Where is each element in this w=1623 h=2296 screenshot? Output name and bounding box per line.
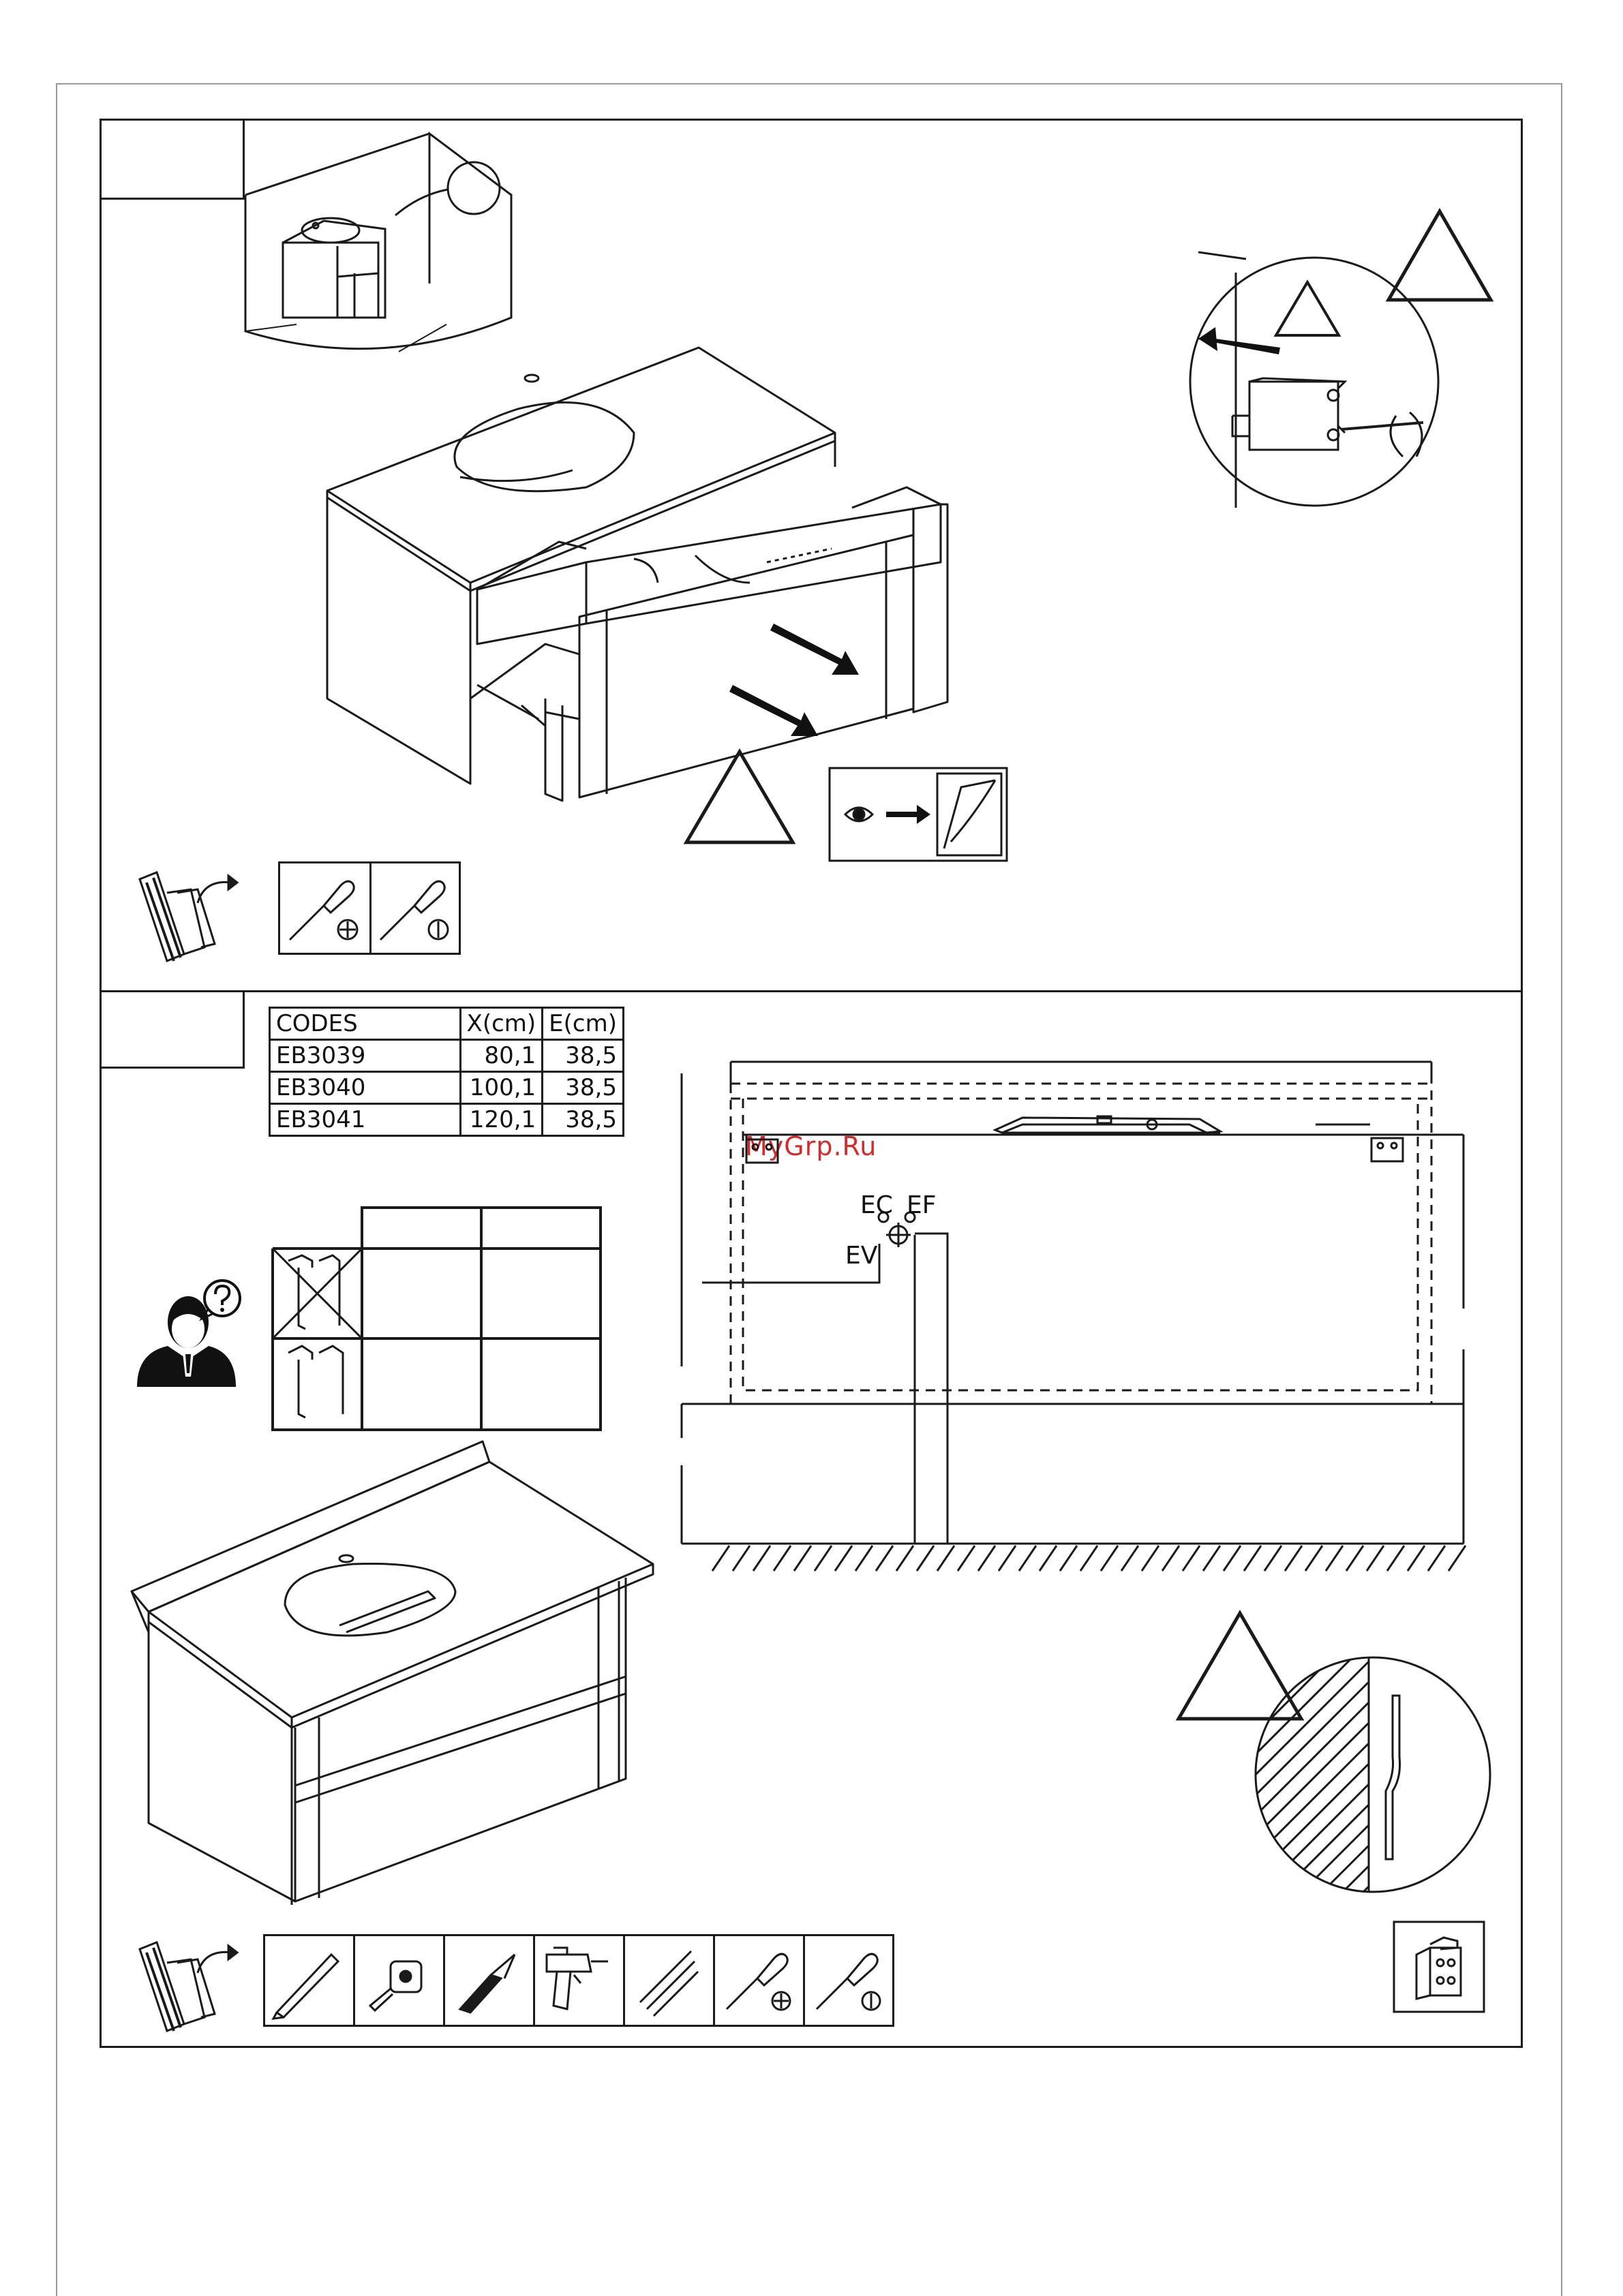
- table-cell-x: 120,1: [460, 1104, 543, 1136]
- wall-anchor-detail-circle: [1253, 1655, 1498, 1900]
- table-cell-e: 38,5: [543, 1072, 624, 1104]
- instructions-booklet-icon: [136, 1935, 239, 2038]
- table-cell-x: 80,1: [460, 1040, 543, 1072]
- ev-label: EV: [845, 1242, 877, 1270]
- ec-label: EC: [860, 1191, 893, 1219]
- wall-type-grid: [271, 1206, 602, 1431]
- table-cell-code: EB3041: [270, 1104, 461, 1136]
- warning-triangle-icon-small: [1273, 279, 1341, 337]
- table-cell-e: 38,5: [543, 1104, 624, 1136]
- warning-triangle-icon: [683, 748, 796, 846]
- table-header-cell: X(cm): [460, 1008, 543, 1040]
- flat-screwdriver-icon: [810, 1941, 886, 2020]
- table-row: EB3041 120,1 38,5: [270, 1104, 624, 1136]
- phillips-screwdriver-icon: [283, 868, 365, 950]
- wall-bracket-icon: [1393, 1920, 1485, 2013]
- wall-mounting-dimension-diagram: [682, 1056, 1486, 1574]
- instructions-booklet-icon: [136, 866, 239, 968]
- step-number-box-2: [102, 992, 245, 1069]
- table-cell-x: 100,1: [460, 1072, 543, 1104]
- customer-support-person-icon: [134, 1278, 249, 1390]
- table-header-cell: CODES: [270, 1008, 461, 1040]
- cabinet-closed-illustration: [128, 1435, 660, 1912]
- tape-measure-icon: [360, 1941, 436, 2020]
- ef-label: EF: [907, 1191, 936, 1219]
- warning-triangle-icon: [1385, 208, 1494, 303]
- table-cell-code: EB3040: [270, 1072, 461, 1104]
- pencil-icon: [270, 1941, 346, 2020]
- phillips-screwdriver-icon: [720, 1941, 796, 2020]
- cutter-knife-icon: [450, 1941, 526, 2020]
- dimensions-table: CODES X(cm) E(cm) EB3039 80,1 38,5 EB304…: [269, 1007, 624, 1137]
- table-row: EB3039 80,1 38,5: [270, 1040, 624, 1072]
- table-header-cell: E(cm): [543, 1008, 624, 1040]
- table-cell-code: EB3039: [270, 1040, 461, 1072]
- table-cell-e: 38,5: [543, 1040, 624, 1072]
- power-drill-icon: [540, 1941, 616, 2020]
- table-header-row: CODES X(cm) E(cm): [270, 1008, 624, 1040]
- remove-protective-film-icon: [828, 767, 1008, 862]
- drill-bits-icon: [630, 1941, 706, 2020]
- cabinet-drawers-open-illustration: [314, 262, 961, 831]
- table-row: EB3040 100,1 38,5: [270, 1072, 624, 1104]
- step-number-box-1: [102, 121, 245, 200]
- flat-screwdriver-icon: [374, 868, 455, 950]
